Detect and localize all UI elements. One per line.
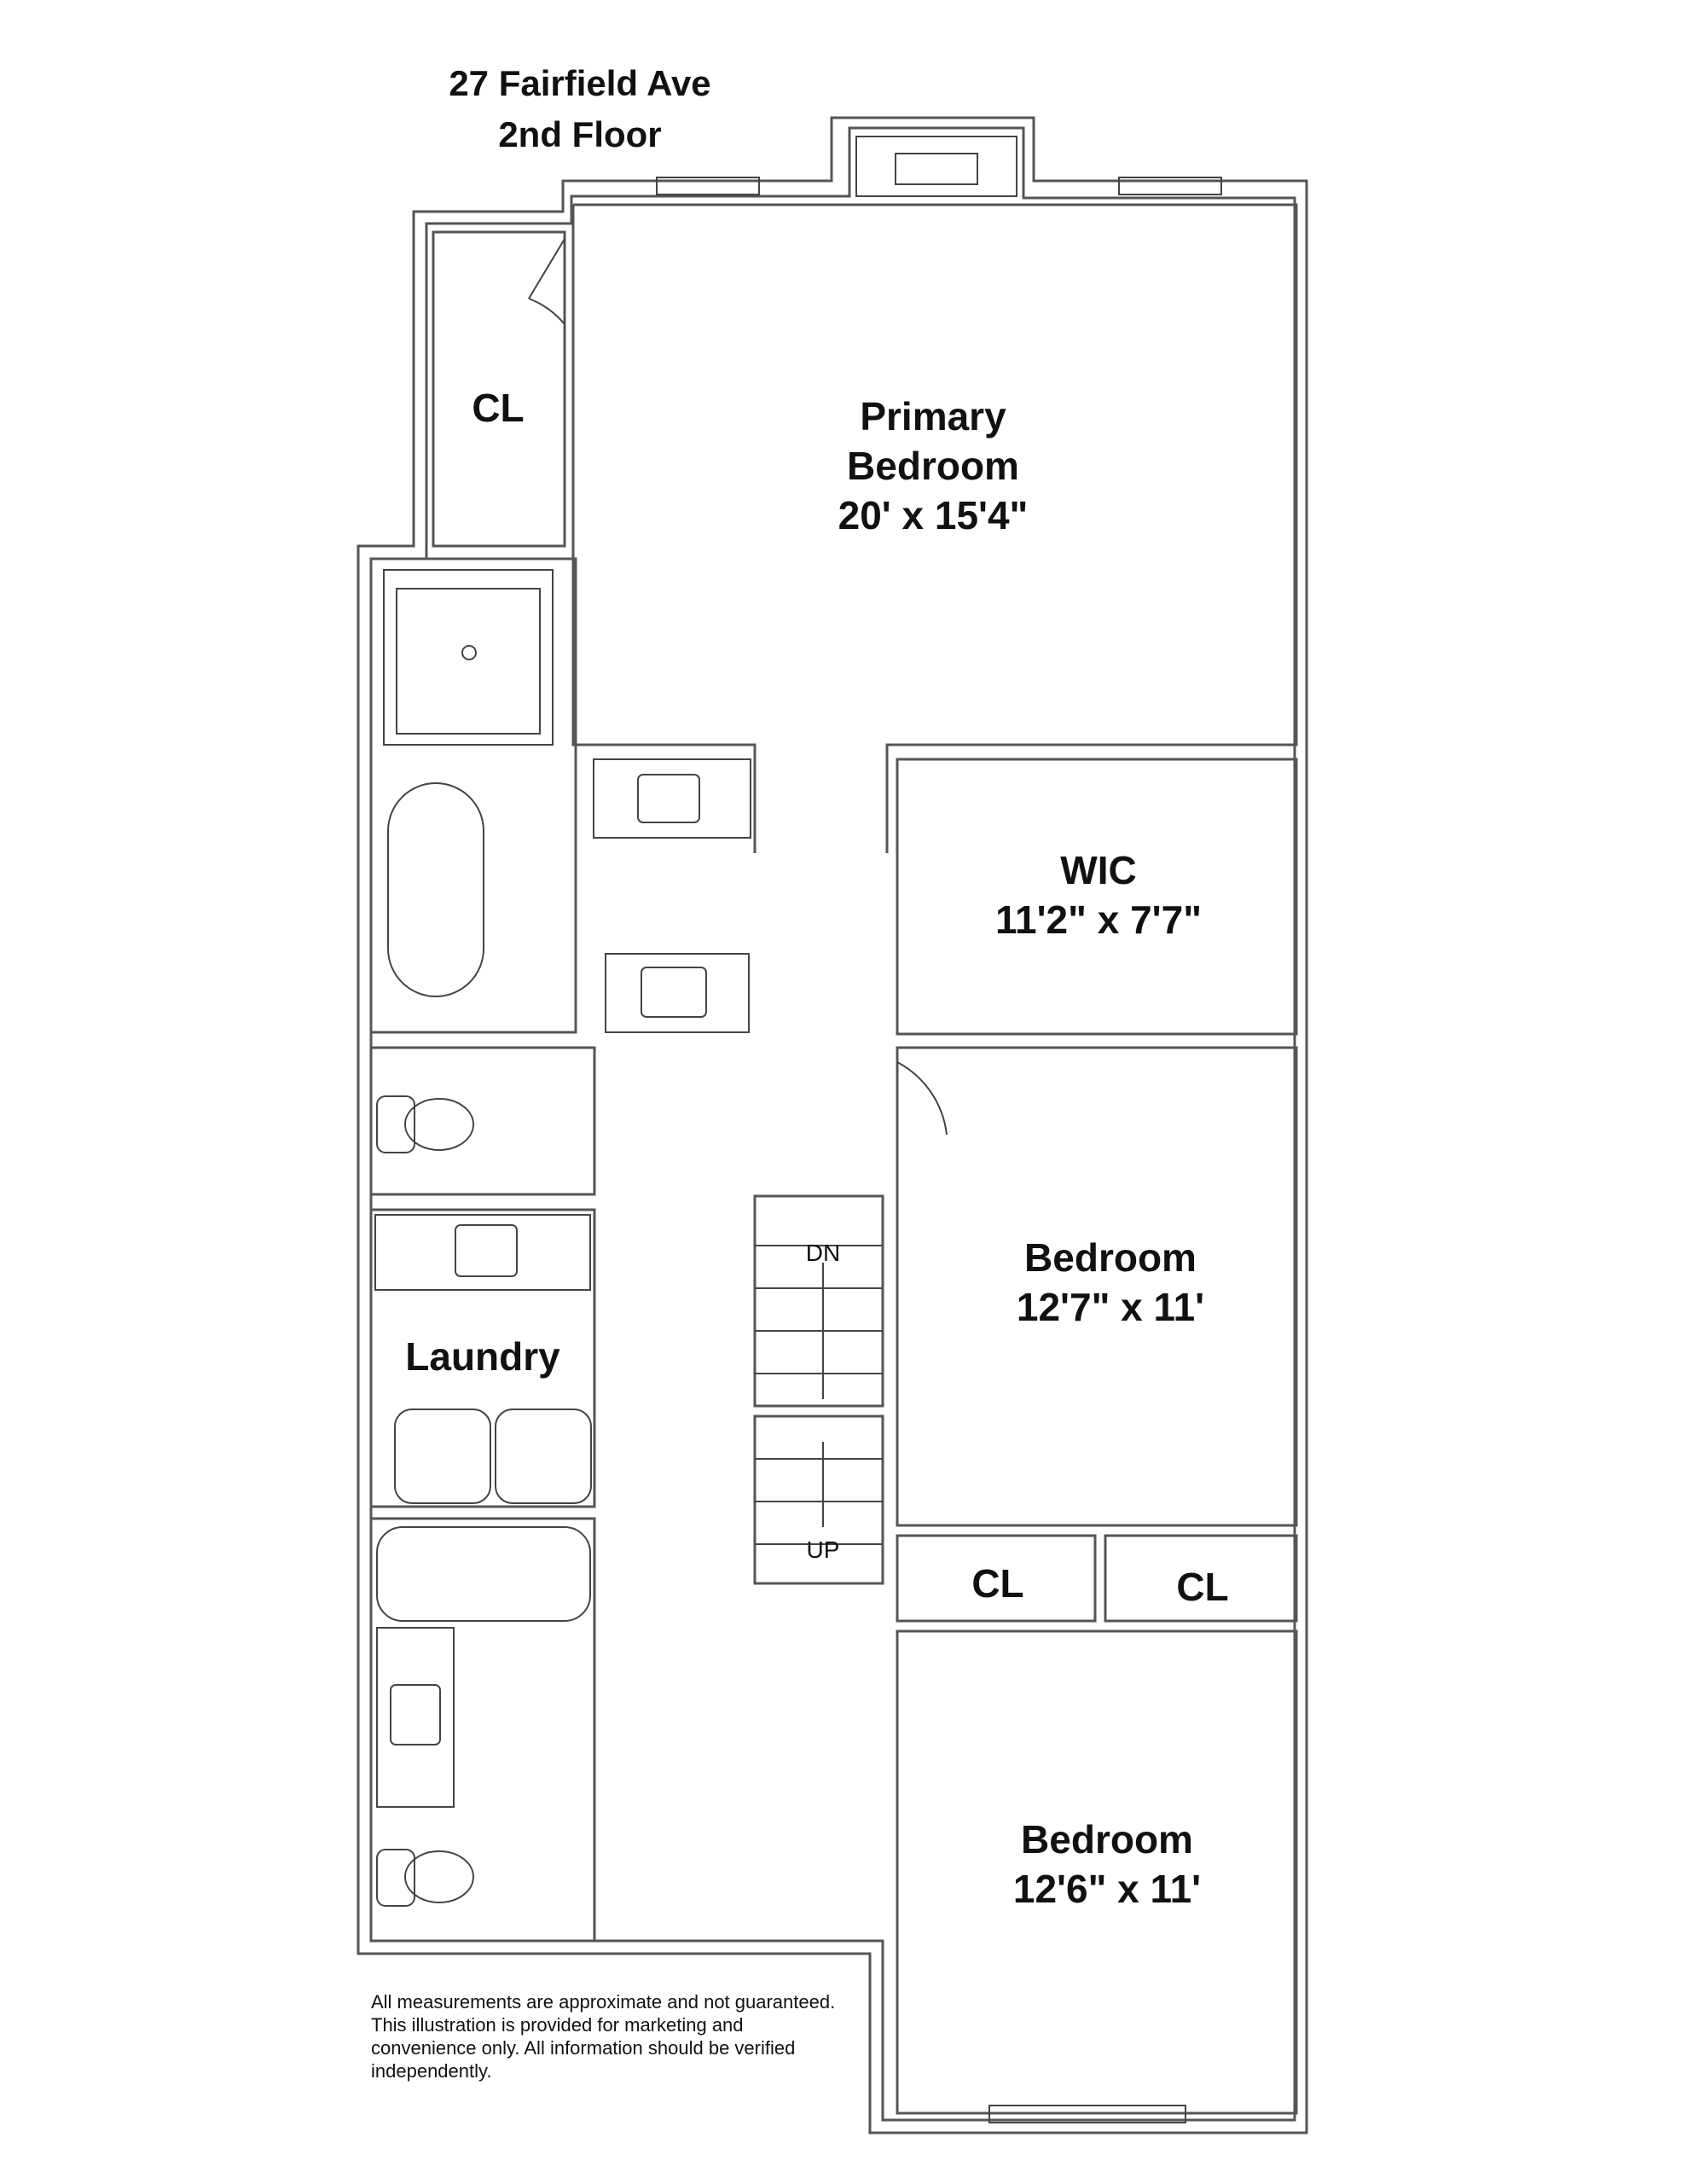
- bedroom-3-dims: 12'6" x 11': [1013, 1867, 1201, 1911]
- master-bath: [369, 557, 751, 1034]
- primary-bedroom-label-2: Bedroom: [847, 444, 1019, 488]
- bedroom-2-dims: 12'7" x 11': [1017, 1285, 1204, 1329]
- walk-in-closet: [896, 758, 1298, 1036]
- wic-label: WIC: [1060, 848, 1136, 892]
- laundry-label: Laundry: [405, 1334, 560, 1379]
- windows-top: [656, 177, 1222, 195]
- bedroom-3-label: Bedroom: [1021, 1817, 1193, 1862]
- bedroom-2-walls: [896, 1046, 1298, 1527]
- bedroom-3-walls: [896, 1629, 1298, 2123]
- closet-mid-left-label: CL: [971, 1561, 1023, 1606]
- wic-dims: 11'2" x 7'7": [995, 897, 1202, 942]
- stairs-up-label: UP: [807, 1536, 840, 1563]
- stairs-down-label: DN: [806, 1240, 840, 1266]
- primary-bedroom-label-1: Primary: [860, 394, 1006, 439]
- staircase: [753, 1194, 884, 1585]
- disclaimer-text: All measurements are approximate and not…: [371, 1991, 836, 2082]
- laundry-room: [369, 1208, 596, 1508]
- closet-mid-right-label: CL: [1176, 1565, 1228, 1609]
- bedroom-2-label: Bedroom: [1024, 1235, 1197, 1280]
- closet-top-label: CL: [472, 386, 524, 430]
- fireplace-window: [855, 136, 1017, 197]
- hall-bath: [369, 1517, 596, 1943]
- primary-bedroom-walls: [571, 203, 1298, 853]
- address-title: 27 Fairfield Ave: [449, 63, 710, 103]
- floor-title: 2nd Floor: [498, 114, 661, 154]
- primary-bedroom-dims: 20' x 15'4": [838, 493, 1029, 537]
- toilet-room: [369, 1046, 596, 1196]
- closet-top: [432, 230, 566, 548]
- closets-middle: [896, 1534, 1298, 1623]
